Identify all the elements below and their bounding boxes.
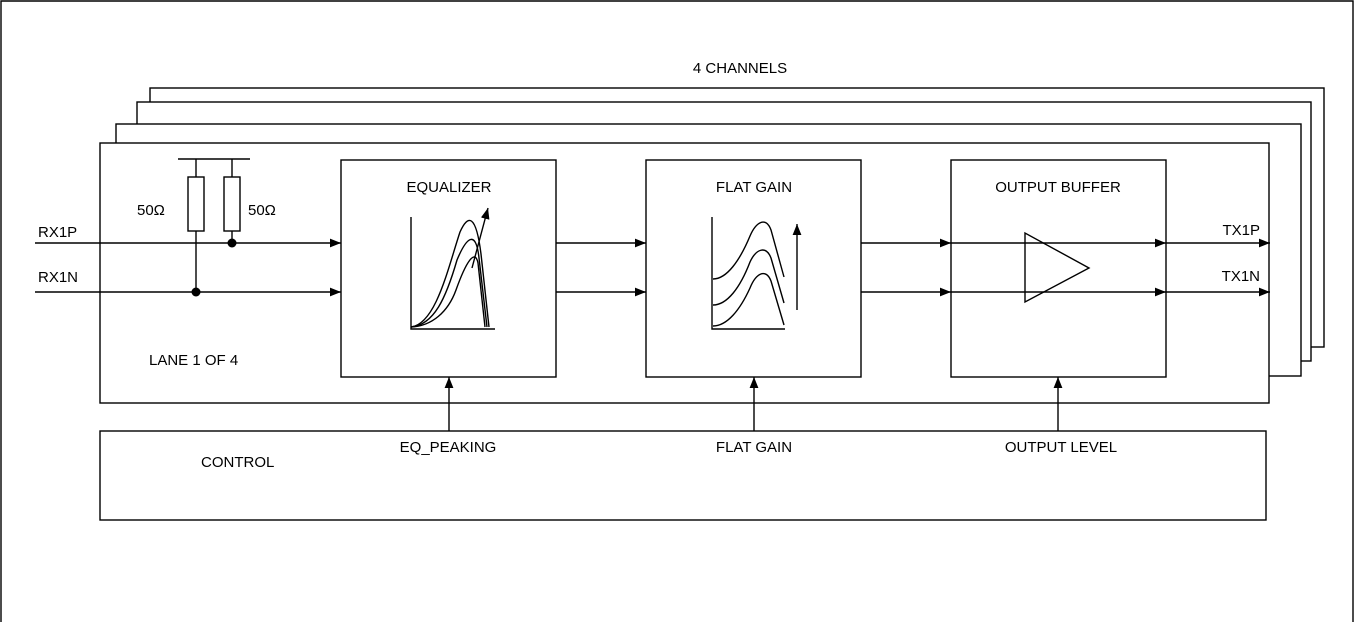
output-level-label: OUTPUT LEVEL: [1005, 439, 1117, 456]
input-n-label: RX1N: [38, 269, 78, 286]
equalizer-label: EQUALIZER: [406, 179, 491, 196]
control-block: [99, 430, 1267, 521]
lane-label: LANE 1 OF 4: [149, 352, 238, 369]
input-p-label: RX1P: [38, 224, 77, 241]
resistor-left-label: 50Ω: [137, 202, 165, 219]
resistor-right-label: 50Ω: [248, 202, 276, 219]
flat-gain-label: FLAT GAIN: [716, 179, 792, 196]
flat-gain-control-label: FLAT GAIN: [716, 439, 792, 456]
equalizer-response-icon: [410, 207, 495, 330]
buffer-triangle-icon: [1024, 231, 1091, 304]
output-n-label: TX1N: [1222, 268, 1260, 285]
output-buffer-label: OUTPUT BUFFER: [995, 179, 1121, 196]
resistor-right: [223, 176, 241, 232]
flat-gain-block: [645, 159, 862, 378]
channels-label: 4 CHANNELS: [693, 60, 787, 77]
eq-peaking-label: EQ_PEAKING: [400, 439, 497, 456]
control-label: CONTROL: [201, 454, 274, 471]
output-p-label: TX1P: [1222, 222, 1260, 239]
resistor-left: [187, 176, 205, 232]
flat-gain-response-icon: [711, 217, 802, 330]
